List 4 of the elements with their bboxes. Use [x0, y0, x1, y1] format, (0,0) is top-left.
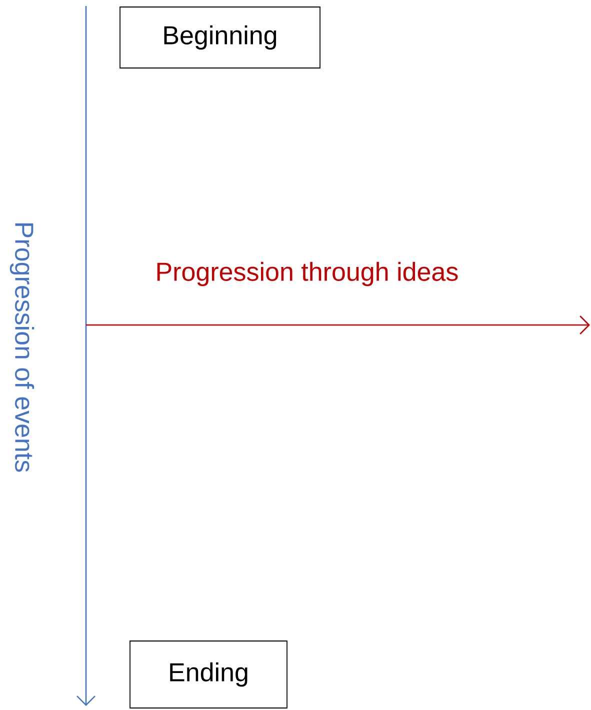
text-box: Beginning [120, 6, 320, 68]
axis-label: Progression through ideas [157, 262, 458, 286]
text-box: Ending [130, 640, 288, 708]
axis-label: Progression of events [10, 223, 34, 472]
